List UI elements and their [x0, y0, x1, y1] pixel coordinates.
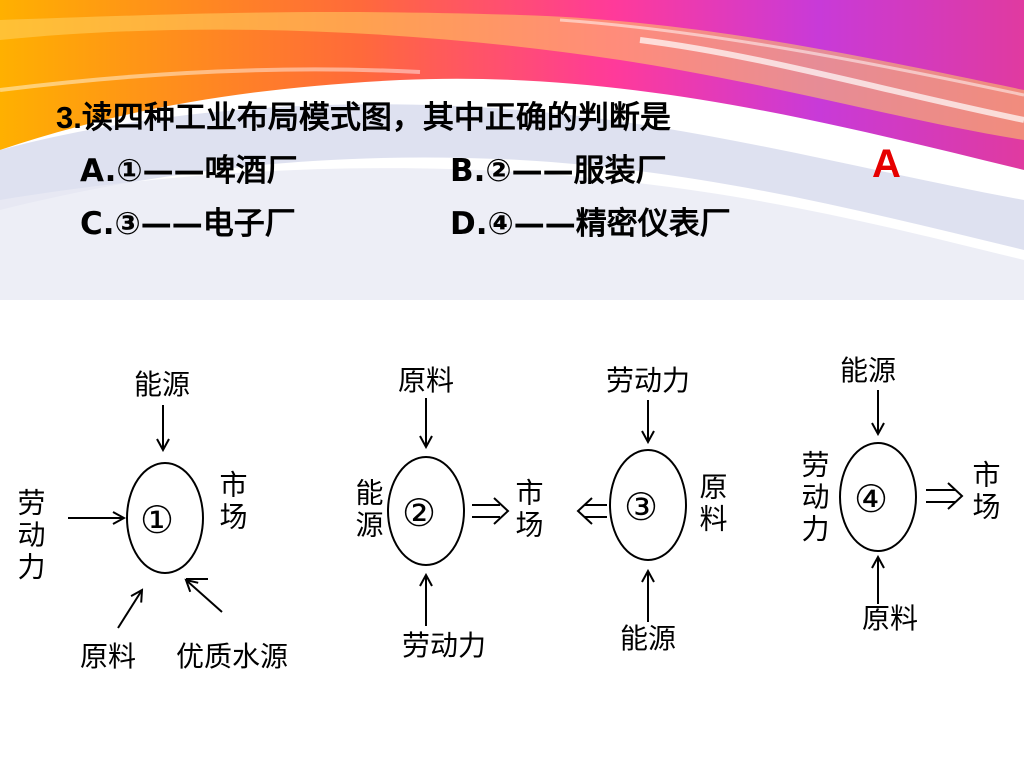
- option-a: A.①——啤酒厂: [80, 153, 298, 189]
- d1-left-label: 劳动力: [14, 488, 47, 584]
- d2-right-label: 市场: [512, 478, 545, 542]
- d1-bottom-right-label: 优质水源: [176, 640, 288, 673]
- decorative-banner: [0, 0, 1024, 300]
- d2-center-label: ②: [402, 491, 436, 535]
- question-number: 3.: [56, 100, 82, 135]
- d4-left-label: 劳动力: [798, 450, 831, 546]
- d4-top-label: 能源: [840, 354, 896, 387]
- d1-top-label: 能源: [134, 368, 190, 401]
- d3-circle: [609, 449, 687, 561]
- question-stem: 3.读四种工业布局模式图，其中正确的判断是: [56, 92, 671, 137]
- d3-center-label: ③: [624, 485, 658, 529]
- answer-label: A: [872, 142, 901, 186]
- question-text: 读四种工业布局模式图，其中正确的判断是: [81, 100, 671, 136]
- d4-bottom-label: 原料: [862, 602, 918, 635]
- d2-top-label: 原料: [398, 364, 454, 397]
- d1-center-label: ①: [140, 498, 174, 542]
- option-c: C.③——电子厂: [80, 206, 296, 242]
- d4-circle: [839, 442, 917, 552]
- d3-bottom-label: 能源: [620, 622, 676, 655]
- d4-center-label: ④: [854, 477, 888, 521]
- d2-circle: [387, 456, 465, 566]
- option-b: B.②——服装厂: [450, 153, 667, 189]
- industry-layout-diagrams: ① 能源 劳动力 市场 原料 优质水源 ② 原料 能源 市场 劳动力 ③ 劳动力…: [14, 354, 1002, 673]
- d1-bottom-left-label: 原料: [80, 640, 136, 673]
- d1-circle: [126, 462, 204, 574]
- d1-right-label: 市场: [216, 470, 249, 534]
- d2-left-label: 能源: [352, 478, 385, 542]
- d3-right-label: 原料: [696, 472, 729, 536]
- option-d: D.④——精密仪表厂: [450, 206, 731, 242]
- d3-top-label: 劳动力: [606, 364, 690, 397]
- d2-bottom-label: 劳动力: [402, 629, 486, 662]
- d4-right-label: 市场: [969, 460, 1002, 524]
